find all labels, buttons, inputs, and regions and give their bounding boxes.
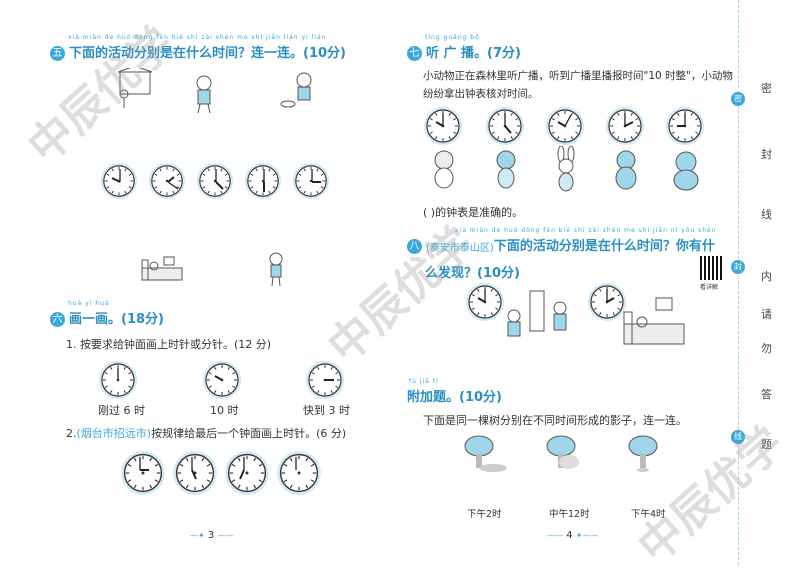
time-label: 中午12时 xyxy=(549,509,590,520)
clock xyxy=(100,162,138,200)
section8-header: 八 (泰安市泰山区) 下面的活动分别是在什么时间？你有什 xyxy=(407,235,715,254)
section8-badge: 八 xyxy=(407,239,422,254)
sheep-picture xyxy=(434,150,454,189)
activity-clock xyxy=(587,282,627,322)
section7-pinyin: tīng guǎng bō xyxy=(425,34,480,41)
section7-text-line2: 纷纷拿出钟表核对时间。 xyxy=(423,88,539,100)
animal-clock xyxy=(665,106,705,146)
pattern-clock xyxy=(120,450,166,496)
section5-header: 五 下面的活动分别是在什么时间？连一连。(10分) xyxy=(50,42,346,61)
activity-clock xyxy=(465,282,505,322)
clock xyxy=(244,162,282,200)
extra-title: 附加题。(10分) xyxy=(407,390,502,405)
section7-answer[interactable]: ( )的钟表是准确的。 xyxy=(423,206,524,219)
animal-clock xyxy=(423,106,463,146)
left-page: xià miàn de huó dòng fēn bié shì zài shé… xyxy=(0,0,380,565)
animal-clock xyxy=(545,106,585,146)
extra-pinyin: fù jiā tí xyxy=(409,378,439,385)
section7-text-line1: 小动物正在森林里听广播，听到广播里播报时间"10 时整"，小动物 xyxy=(423,70,733,82)
tree-shadow-picture xyxy=(464,435,507,472)
gutter-char: 密 xyxy=(761,82,772,95)
clock-label: 10 时 xyxy=(210,404,239,417)
binding-gutter: 密 封 线 内 请 勿 答 题 密 封 线 xyxy=(731,0,800,565)
time-label: 下午2时 xyxy=(467,509,502,520)
cut-line xyxy=(738,0,739,565)
question-2-number: 2. xyxy=(66,427,77,440)
section7-header: 七 听 广 播。(7分) xyxy=(407,42,521,61)
pattern-clock xyxy=(224,450,270,496)
gutter-char: 内 xyxy=(761,270,772,283)
section8-title-line2: 么发现？(10分) xyxy=(425,266,520,281)
page-number: —— 4 ✦—— xyxy=(547,530,599,541)
rabbit-picture xyxy=(557,146,575,192)
clock xyxy=(148,162,186,200)
gutter-char: 答 xyxy=(761,388,772,401)
clock xyxy=(292,162,330,200)
section6-header: 六 画一画。(18分) xyxy=(50,308,164,327)
section6-badge: 六 xyxy=(50,312,65,327)
question-2-text: 按规律给最后一个钟面画上时针。(6 分) xyxy=(151,427,347,440)
activity-picture-school xyxy=(117,68,153,108)
clock xyxy=(196,162,234,200)
drawing-clock[interactable] xyxy=(202,360,242,400)
gutter-dot: 密 xyxy=(731,92,745,106)
monkey-picture xyxy=(496,150,516,189)
tree-shadow-picture xyxy=(628,435,658,472)
animal-clock xyxy=(605,106,645,146)
section6-pinyin: huà yi huà xyxy=(68,300,110,307)
section8-title: 下面的活动分别是在什么时间？你有什 xyxy=(493,239,715,254)
clock-label: 快到 3 时 xyxy=(303,404,350,417)
time-label: 下午4时 xyxy=(631,509,666,520)
activity-picture-waking xyxy=(269,252,283,287)
activity-picture-sleeping xyxy=(141,256,183,281)
section7-title: 听 广 播。(7分) xyxy=(426,46,521,61)
gutter-char: 题 xyxy=(761,438,772,451)
drawing-clock[interactable] xyxy=(98,360,138,400)
bedroom-picture xyxy=(623,297,685,345)
gutter-char: 封 xyxy=(761,148,772,161)
clock-label: 刚过 6 时 xyxy=(98,404,145,417)
section5-pinyin: xià miàn de huó dòng fēn bié shì zài shé… xyxy=(68,34,327,41)
tree-shadow-picture xyxy=(546,435,579,469)
bear-picture xyxy=(615,150,637,190)
activity-picture-child xyxy=(196,75,212,114)
animal-clock xyxy=(485,106,525,146)
outdoor-activity-picture xyxy=(507,290,567,337)
section6-title: 画一画。(18分) xyxy=(69,312,164,327)
section8-tag: (泰安市泰山区) xyxy=(426,243,494,254)
gutter-dot: 线 xyxy=(731,430,745,444)
section8-pinyin: xià miàn de huó dòng fēn bié shì zài shé… xyxy=(455,227,717,234)
drawing-clock[interactable] xyxy=(305,360,345,400)
section5-title: 下面的活动分别是在什么时间？连一连。(10分) xyxy=(69,46,346,61)
section5-badge: 五 xyxy=(50,46,65,61)
right-page: tīng guǎng bō 七 听 广 播。(7分) 小动物正在森林里听广播，听… xyxy=(395,0,735,565)
question-1: 1. 按要求给钟面画上时针或分针。(12 分) xyxy=(66,338,272,351)
qr-label: 看详解 xyxy=(700,284,719,291)
elephant-picture xyxy=(673,151,699,191)
activity-picture-playing xyxy=(280,72,312,108)
extra-text: 下面是同一棵树分别在不同时间形成的影子，连一连。 xyxy=(423,414,687,427)
qr-code[interactable] xyxy=(700,256,724,280)
gutter-char: 请 xyxy=(761,308,772,321)
section7-badge: 七 xyxy=(407,46,422,61)
pattern-clock xyxy=(172,450,218,496)
gutter-char: 线 xyxy=(761,208,772,221)
gutter-dot: 封 xyxy=(731,260,745,274)
question-2-tag: (烟台市招远市) xyxy=(76,427,152,440)
gutter-char: 勿 xyxy=(761,342,772,355)
pattern-clock-blank[interactable] xyxy=(276,450,322,496)
page-number: —✦ 3 —— xyxy=(190,530,234,541)
question-2: 2.(烟台市招远市)按规律给最后一个钟面画上时针。(6 分) xyxy=(66,425,346,441)
